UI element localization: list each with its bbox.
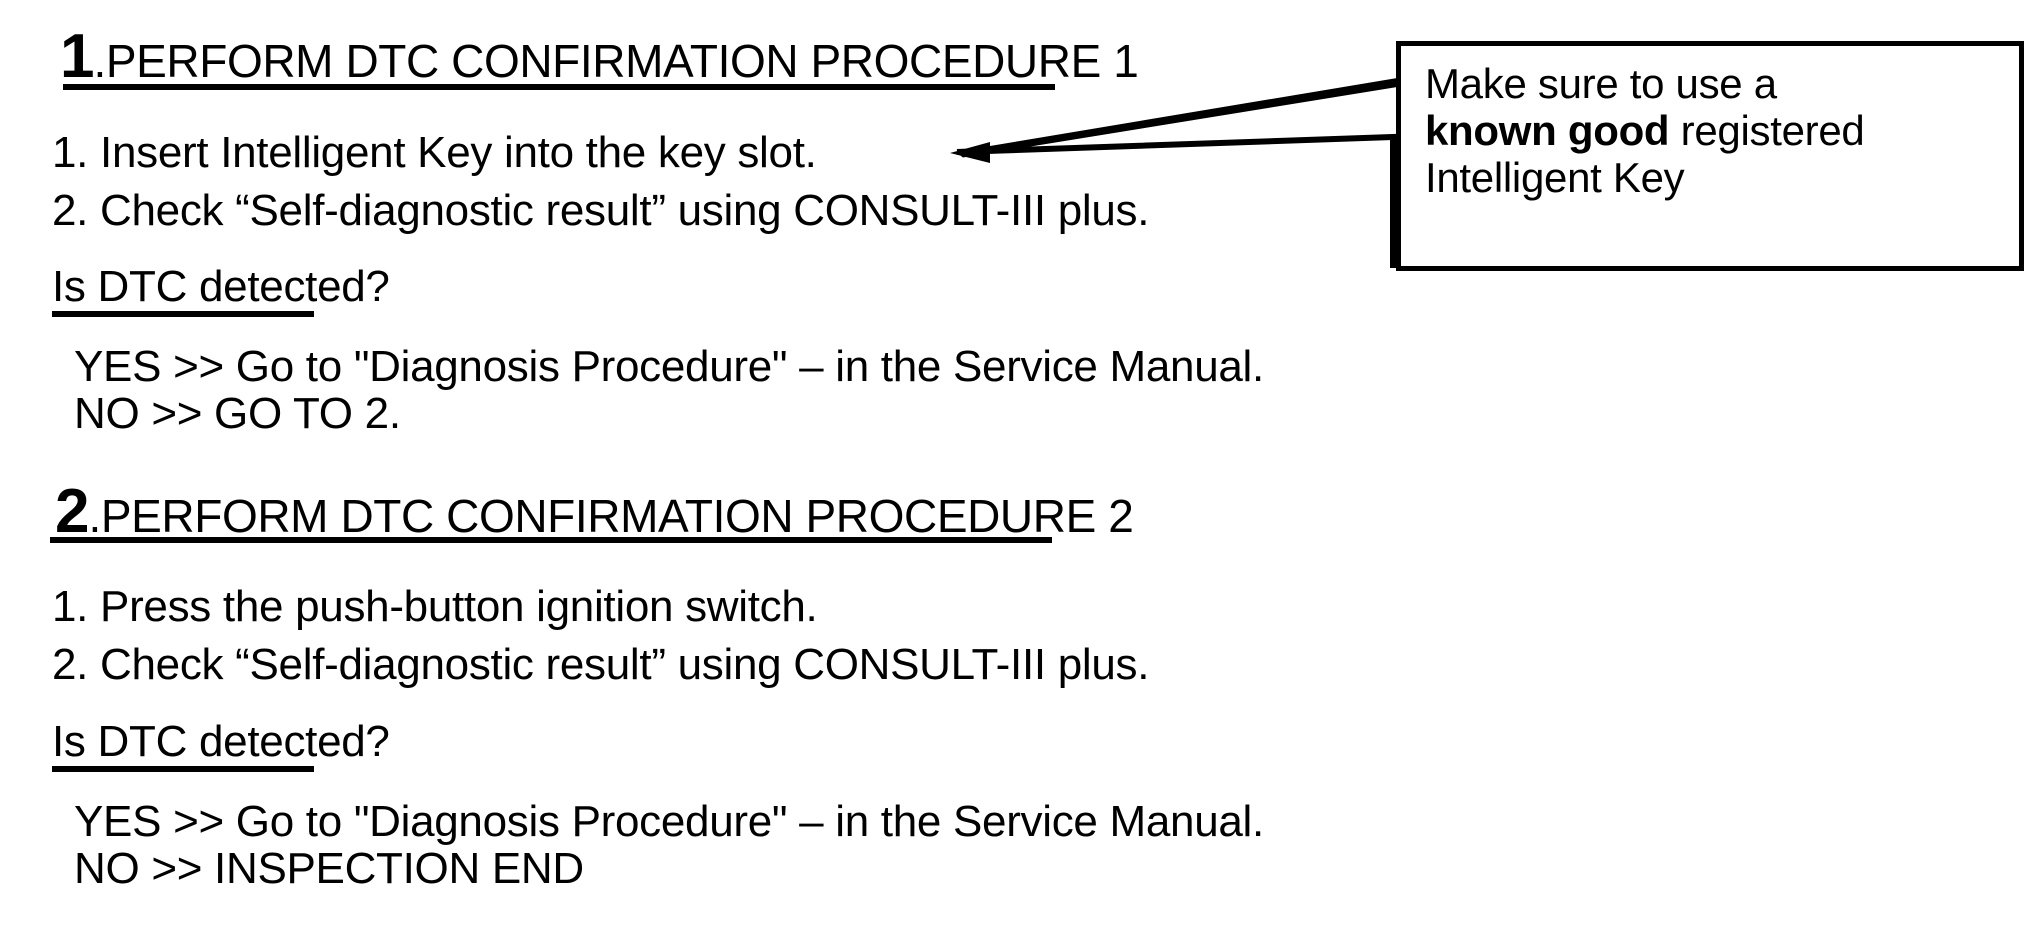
step-1-question-underline (52, 311, 314, 317)
step-2-heading: 2.PERFORM DTC CONFIRMATION PROCEDURE 2 (55, 481, 1134, 543)
callout-box: Make sure to use a known good registered… (1396, 41, 2024, 271)
callout-line-2: known good registered (1425, 107, 2025, 154)
step-2-result-yes: YES >> Go to "Diagnosis Procedure" – in … (74, 797, 1264, 846)
callout-text: Make sure to use a known good registered… (1425, 60, 2025, 201)
callout-line-2-rest: registered (1669, 107, 1865, 155)
step-2-question-underline (52, 766, 314, 772)
callout-emphasis: known good (1425, 107, 1670, 155)
step-1-question: Is DTC detected? (52, 262, 390, 311)
step-2-instruction-2: 2. Check “Self-diagnostic result” using … (52, 640, 1150, 689)
step-2-heading-underline-line (50, 537, 1052, 543)
step-2-instruction-1: 1. Press the push-button ignition switch… (52, 582, 818, 631)
callout-line-3: Intelligent Key (1425, 154, 1685, 202)
step-2-question: Is DTC detected? (52, 717, 390, 766)
step-1-result-yes: YES >> Go to "Diagnosis Procedure" – in … (74, 342, 1264, 391)
step-1-instruction-1: 1. Insert Intelligent Key into the key s… (52, 128, 817, 177)
step-1-instruction-2: 2. Check “Self-diagnostic result” using … (52, 186, 1150, 235)
step-1-number: 1 (60, 22, 94, 91)
callout-line-1: Make sure to use a (1425, 60, 1777, 107)
step-2-result-no: NO >> INSPECTION END (74, 844, 584, 893)
step-2-title: .PERFORM DTC CONFIRMATION PROCEDURE 2 (88, 490, 1134, 542)
step-2-number: 2 (55, 477, 89, 546)
step-1-result-no: NO >> GO TO 2. (74, 389, 401, 438)
step-1-title: .PERFORM DTC CONFIRMATION PROCEDURE 1 (93, 35, 1139, 87)
step-1-heading: 1.PERFORM DTC CONFIRMATION PROCEDURE 1 (60, 26, 1139, 88)
step-1-heading-underline (63, 84, 1055, 90)
